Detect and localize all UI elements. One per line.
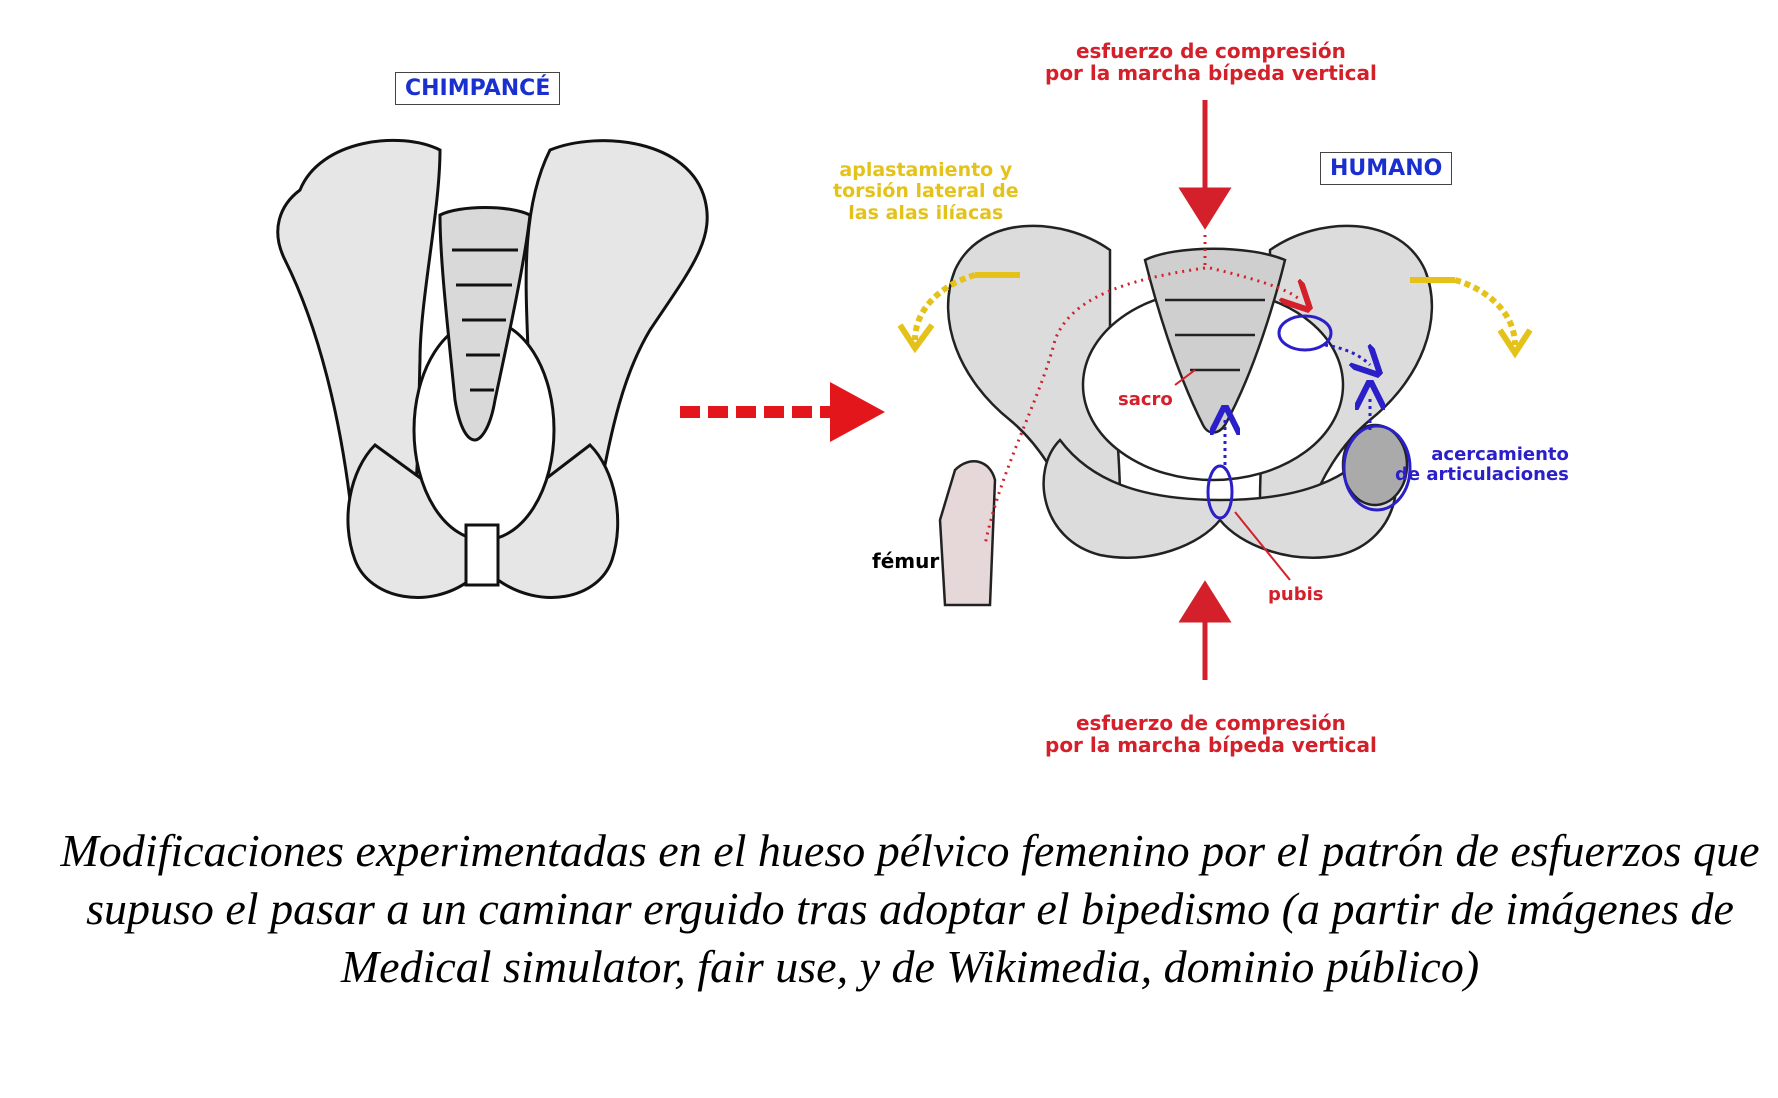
pubis-label: pubis [1268, 584, 1324, 605]
figure-caption: Modificaciones experimentadas en el hues… [60, 825, 1760, 992]
human-label: HUMANO [1320, 152, 1453, 185]
force-path-red [983, 235, 1300, 546]
joints-note: acercamiento de articulaciones [1395, 444, 1569, 486]
label-pointers [1174, 369, 1291, 581]
pelvis-comparison-figure: CHIMPANCÉ HUMANO esfuerzo de compresión … [276, 39, 1569, 758]
human-pelvis-drawing [938, 224, 1434, 607]
compression-bottom-note: esfuerzo de compresión por la marcha bíp… [1045, 711, 1377, 758]
chimp-pelvis-drawing [276, 138, 709, 599]
compression-arrows [1178, 100, 1232, 680]
iliac-torsion-arrows [897, 272, 1533, 359]
chimp-label: CHIMPANCÉ [395, 72, 561, 105]
joint-markers [1206, 314, 1412, 520]
compression-top-note: esfuerzo de compresión por la marcha bíp… [1045, 39, 1377, 86]
sacro-label: sacro [1118, 389, 1173, 410]
figure-drawing [276, 100, 1533, 680]
femur-label: fémur [872, 549, 940, 573]
iliac-note: aplastamiento y torsión lateral de las a… [833, 159, 1019, 224]
transition-arrow [680, 382, 885, 442]
